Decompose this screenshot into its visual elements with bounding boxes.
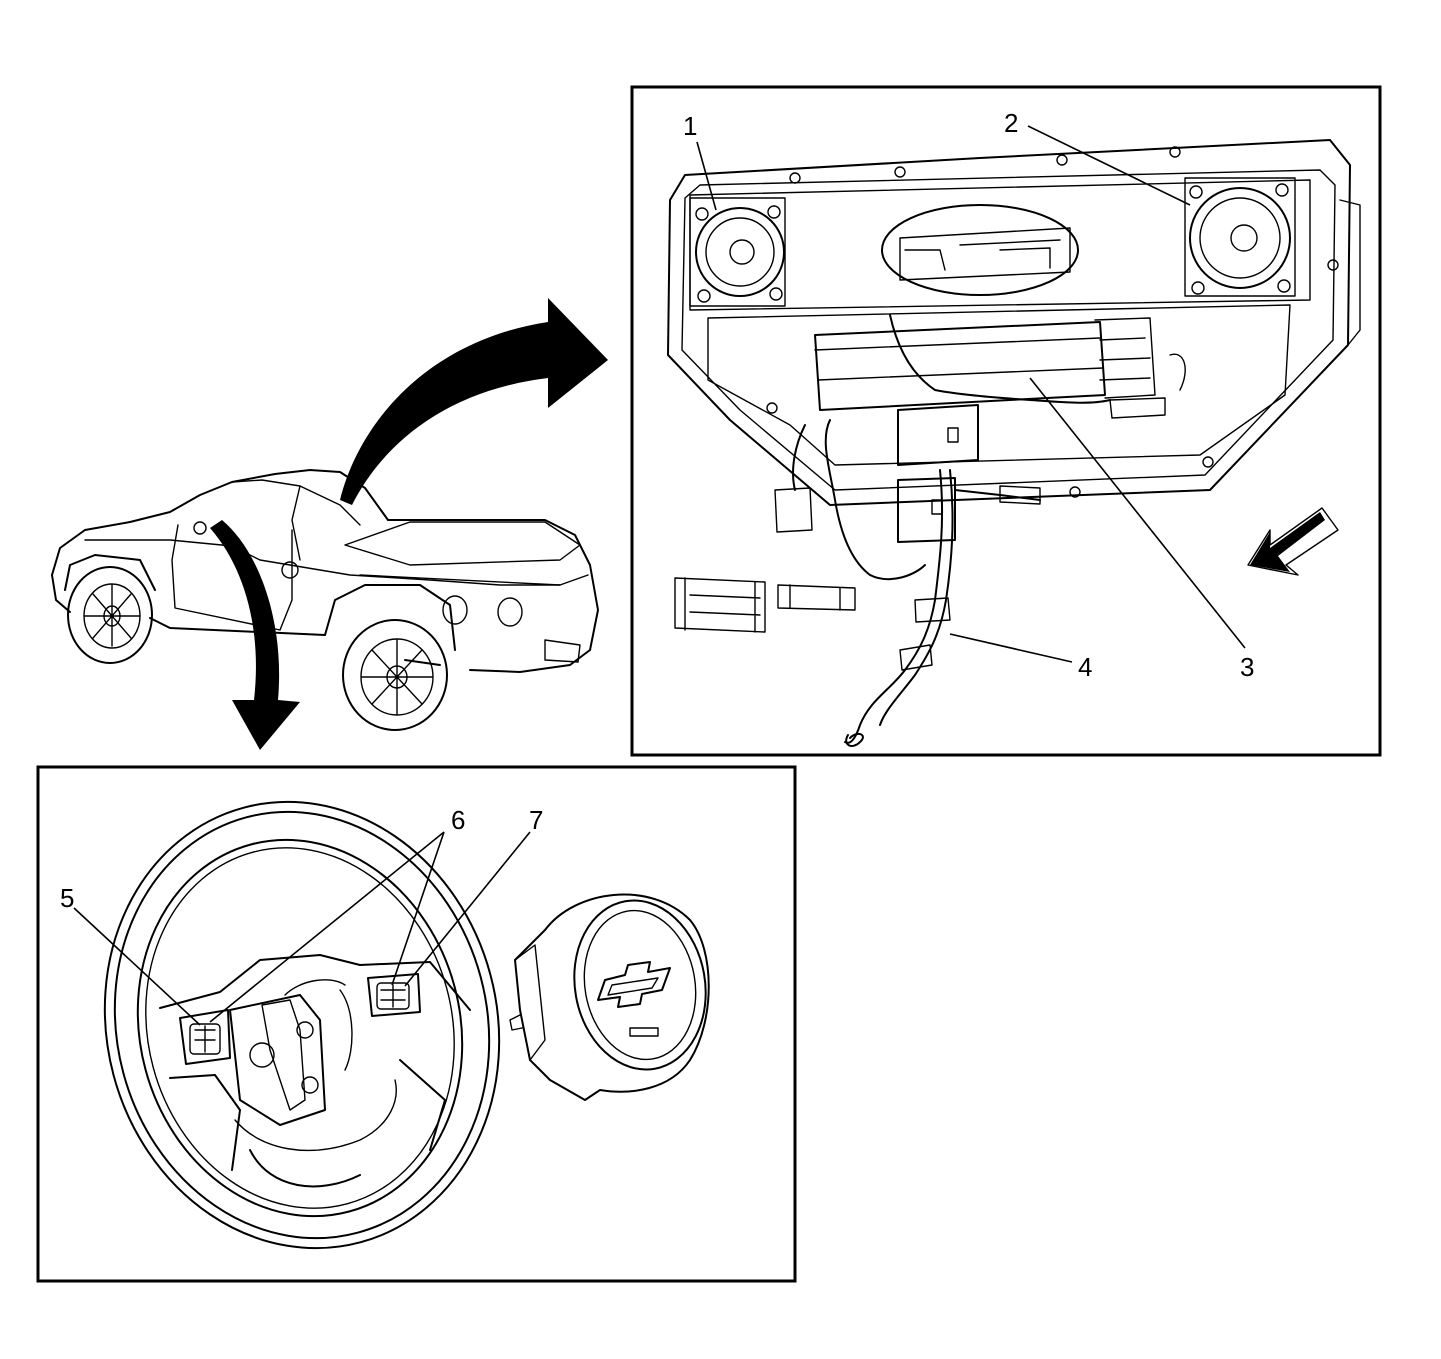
- wiring-harness: [774, 314, 1111, 747]
- rear-panel-detail: [630, 85, 1382, 757]
- callout-6: 6: [451, 805, 465, 835]
- harness-connectors: [674, 577, 856, 633]
- front-wheel: [67, 566, 153, 664]
- radio-amplifier: [814, 317, 1186, 419]
- callout-4: 4: [1078, 652, 1092, 682]
- transition-arrow-upper: [340, 298, 608, 505]
- speaker-right: [1184, 177, 1296, 297]
- transition-arrow-lower: [210, 520, 300, 750]
- chevrolet-bowtie-logo: [597, 961, 671, 1008]
- steering-wheel-control-left: [179, 1009, 231, 1065]
- callout-1: 1: [683, 111, 697, 141]
- speaker-left: [689, 197, 786, 307]
- rear-wheel: [342, 619, 448, 731]
- vehicle-illustration: [51, 469, 599, 731]
- steering-wheel: [103, 800, 501, 1250]
- steering-wheel-detail: [36, 765, 797, 1283]
- callout-2: 2: [1004, 108, 1018, 138]
- airbag-module: [509, 893, 710, 1101]
- callout-3: 3: [1240, 652, 1254, 682]
- control-module-upper: [897, 404, 979, 466]
- callout-5: 5: [60, 883, 74, 913]
- callout-7: 7: [529, 805, 543, 835]
